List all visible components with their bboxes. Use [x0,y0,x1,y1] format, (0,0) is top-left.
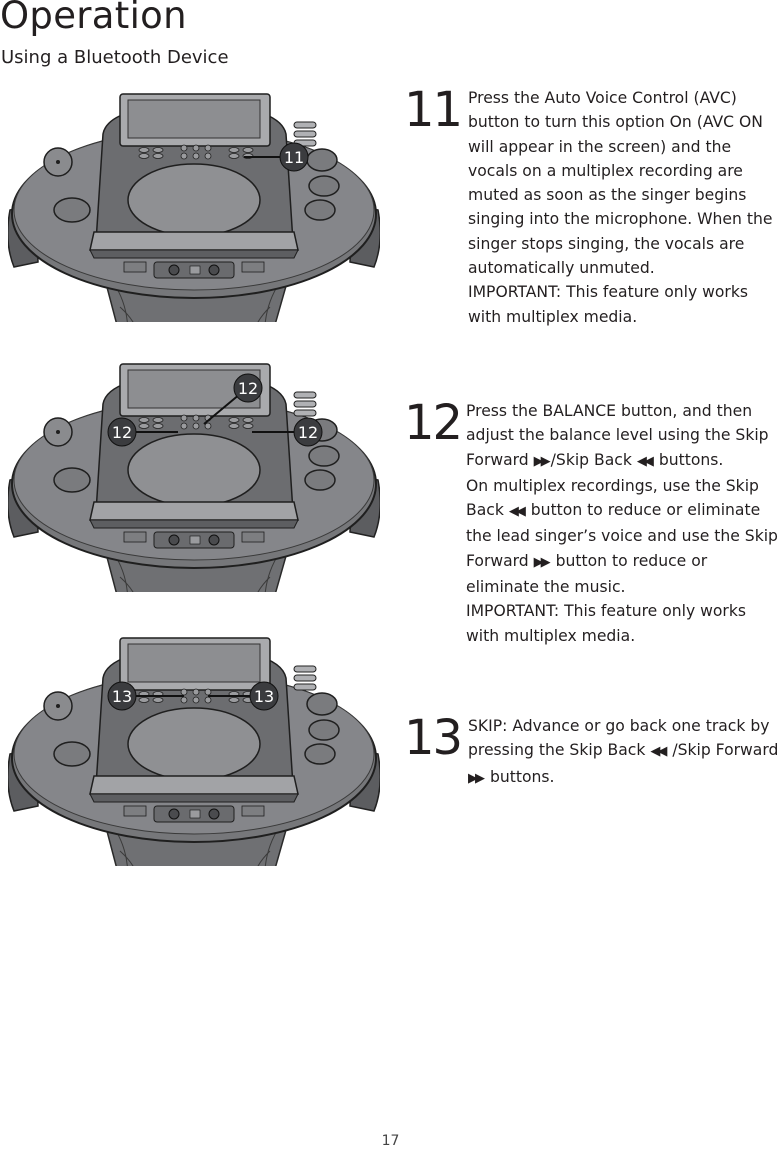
step-body: Press the BALANCE button, and then adjus… [466,399,780,648]
step-number: 13 [404,710,463,766]
text-run: buttons. [653,450,724,469]
page-subtitle: Using a Bluetooth Device [1,47,229,68]
step-body: Press the Auto Voice Control (AVC) butto… [468,86,780,329]
skip-forward-icon: ▶▶ [468,770,485,786]
skip-back-icon: ◀◀ [636,453,654,469]
karaoke-device-figure-1: 11 [8,93,380,322]
step-text: Press the BALANCE button, and then adjus… [466,399,780,474]
important-text: This feature only works with multiplex m… [466,602,746,645]
skip-back-icon: ◀◀ [650,744,667,760]
callout-12-top: 12 [238,379,258,398]
skip-label: SKIP: [468,717,508,735]
text-run: button to reduce or eliminate the music. [466,551,708,597]
callout-12-left: 12 [112,423,132,442]
step-number: 11 [404,82,463,138]
page-number: 17 [381,1133,400,1149]
important-label: IMPORTANT: [466,602,560,621]
text-run: button to reduce or eliminate the lead s… [466,501,778,570]
page-title: Operation [0,0,187,37]
step-body: SKIP: Advance or go back one track by pr… [468,714,780,791]
text-run: Advance or go back one track by pressing… [468,717,770,760]
skip-back-icon: ◀◀ [508,504,526,520]
text-run: buttons. [485,767,555,786]
callout-11: 11 [284,148,304,167]
callout-12-right: 12 [298,423,318,442]
step-text: Press the Auto Voice Control (AVC) butto… [468,89,773,278]
important-text: This feature only works with multiplex m… [468,283,748,326]
karaoke-device-figure-3: 13 13 [8,637,380,866]
text-run: /Skip Forward [667,741,779,760]
text-run: Press the BALANCE button, and then adjus… [466,402,769,469]
callout-13-right: 13 [254,687,274,706]
important-note: IMPORTANT: This feature only works with … [466,599,780,648]
skip-forward-icon: ▶▶ [533,453,551,469]
step-number: 12 [404,395,463,451]
skip-forward-icon: ▶▶ [533,554,551,570]
important-note: IMPORTANT: This feature only works with … [468,280,780,329]
karaoke-device-figure-2: 12 12 12 [8,363,380,592]
step-text: On multiplex recordings, use the Skip Ba… [466,474,780,599]
callout-13-left: 13 [112,687,132,706]
text-run: /Skip Back [550,450,637,469]
text-run: On multiplex recordings, use the Skip Ba… [466,476,759,520]
important-label: IMPORTANT: [468,283,562,302]
step-text: SKIP: Advance or go back one track by pr… [468,714,780,791]
